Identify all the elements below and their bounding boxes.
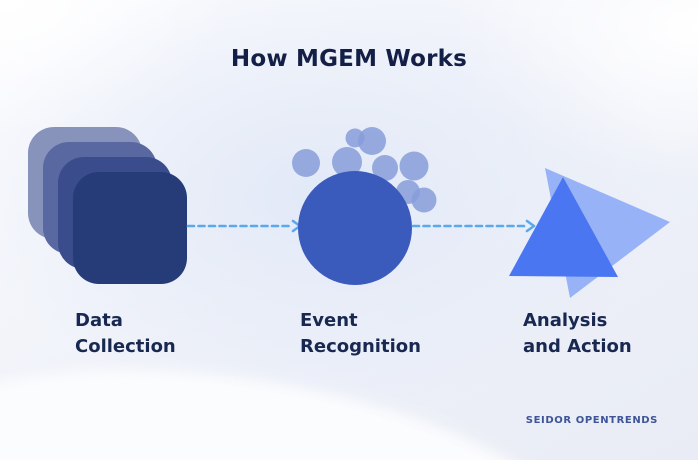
- step-label-line: and Action: [523, 336, 632, 357]
- step-label-event-recognition: Event Recognition: [300, 308, 421, 360]
- stacked-squares-icon: [28, 127, 187, 284]
- triangle-solid: [509, 177, 618, 277]
- page-title: How MGEM Works: [230, 46, 468, 72]
- step-label-line: Recognition: [300, 336, 421, 357]
- brand-text: SEIDOR OPENTRENDS: [525, 415, 658, 426]
- bubble: [411, 187, 437, 213]
- step-label-analysis-action: Analysis and Action: [523, 308, 632, 360]
- bubble: [332, 147, 362, 177]
- bubble: [399, 151, 429, 181]
- arrow-2-head-icon: [525, 219, 536, 233]
- bubble: [372, 155, 398, 181]
- event-circle: [298, 171, 412, 285]
- step-label-data-collection: Data Collection: [75, 308, 176, 360]
- step-label-line: Analysis: [523, 310, 608, 331]
- arrow-2: [411, 219, 536, 233]
- circle-cluster-icon: [292, 127, 437, 285]
- overlapping-triangles-icon: [509, 168, 670, 298]
- bubble: [358, 127, 386, 155]
- step-label-line: Collection: [75, 336, 176, 357]
- step-label-line: Data: [75, 310, 123, 331]
- bubble: [292, 149, 320, 177]
- arrow-1: [186, 219, 302, 233]
- step-label-line: Event: [300, 310, 358, 331]
- stack-layer-front: [73, 172, 187, 284]
